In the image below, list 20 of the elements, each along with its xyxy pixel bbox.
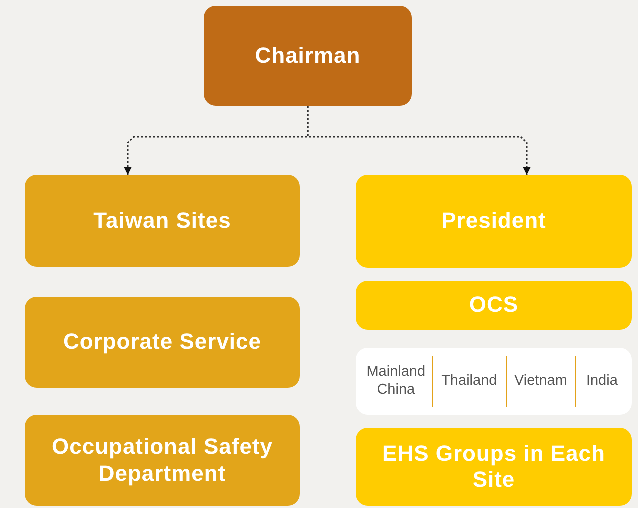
org-box: [25, 175, 300, 267]
box-label: Chairman: [254, 42, 362, 70]
box-label: OCS: [468, 292, 520, 319]
box-label: Corporate Service: [62, 329, 263, 356]
org-box: [25, 415, 300, 506]
org-box: [356, 175, 632, 268]
country-label: Mainland China: [366, 364, 427, 399]
org-box: [356, 428, 632, 506]
box-label: Taiwan Sites: [92, 208, 232, 234]
org-box: [25, 297, 300, 388]
box-label: President: [440, 208, 548, 235]
box-label: EHS Groups in Each Site: [382, 440, 606, 494]
country-label: Vietnam: [514, 372, 568, 390]
box-label: Occupational Safety Department: [50, 434, 274, 487]
country-panel: [356, 348, 632, 415]
org-box: [204, 6, 412, 106]
country-label: India: [586, 372, 618, 390]
org-box: [356, 281, 632, 330]
dotted-arrow: [307, 106, 531, 175]
country-label: Thailand: [442, 372, 498, 390]
